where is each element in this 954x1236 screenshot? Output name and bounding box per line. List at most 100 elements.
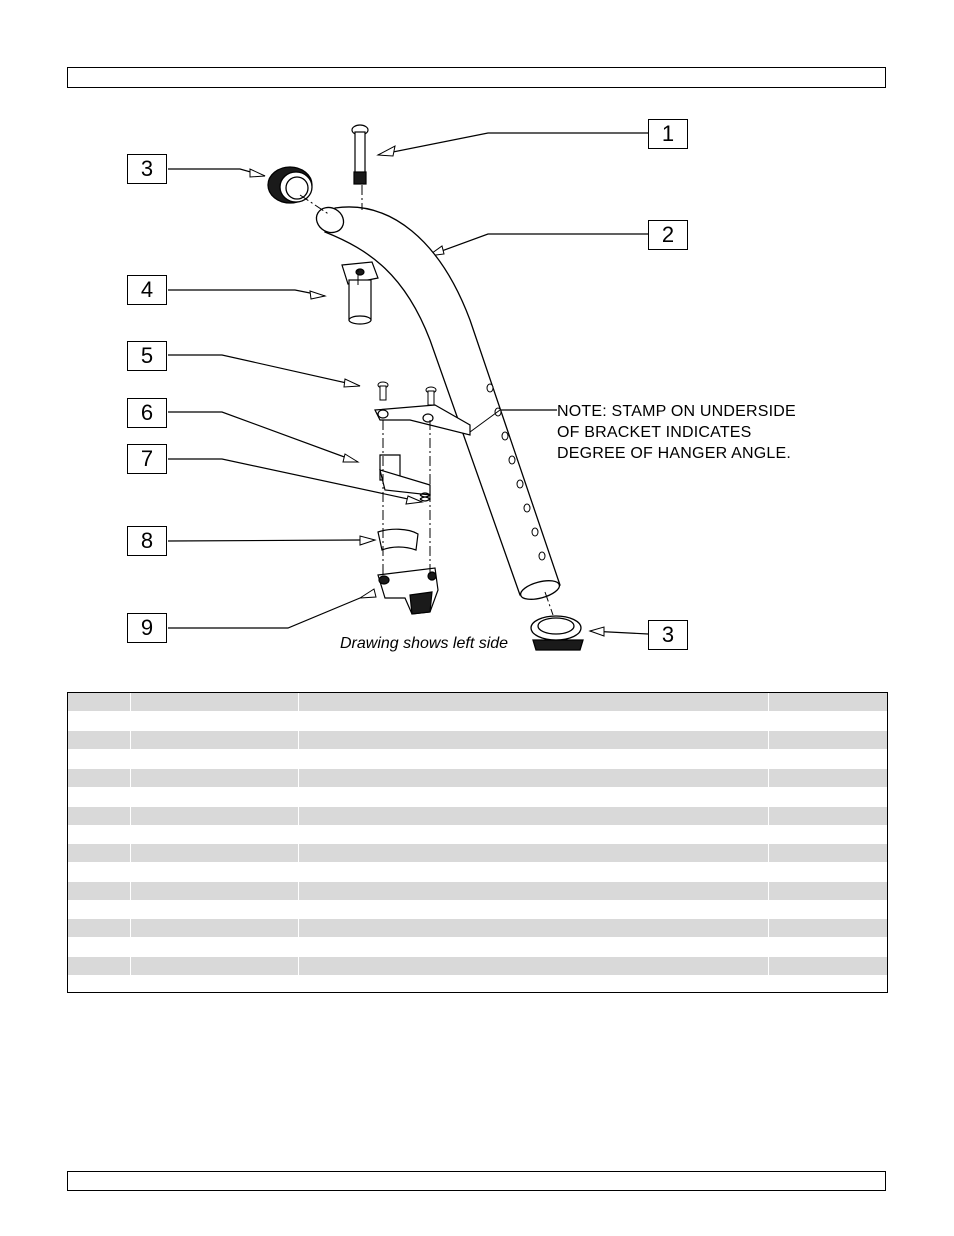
- callout-4: 4: [127, 275, 167, 305]
- callout-9: 9: [127, 613, 167, 643]
- table-cell: [68, 750, 131, 768]
- table-cell: [299, 901, 769, 919]
- table-cell: [131, 976, 299, 992]
- table-cell: [68, 731, 131, 749]
- table-cell: [769, 919, 887, 937]
- table-row: [68, 863, 887, 881]
- table-cell: [131, 901, 299, 919]
- parts-table: [67, 692, 888, 993]
- table-cell: [131, 957, 299, 975]
- table-cell: [299, 919, 769, 937]
- table-cell: [769, 976, 887, 992]
- table-row: [68, 807, 887, 825]
- note-line-3: DEGREE OF HANGER ANGLE.: [557, 445, 791, 462]
- table-cell: [769, 769, 887, 787]
- table-header-row: [68, 693, 887, 711]
- table-cell: [131, 712, 299, 730]
- screws-part: [377, 381, 437, 406]
- callout-3-top: 3: [127, 154, 167, 184]
- table-row: [68, 882, 887, 900]
- receiver-part: [341, 261, 379, 325]
- table-cell: [299, 693, 769, 711]
- callout-1: 1: [648, 119, 688, 149]
- table-row: [68, 750, 887, 768]
- table-cell: [68, 712, 131, 730]
- table-cell: [68, 807, 131, 825]
- table-cell: [68, 882, 131, 900]
- table-cell: [68, 788, 131, 806]
- callout-6: 6: [127, 398, 167, 428]
- table-cell: [299, 826, 769, 844]
- callout-8: 8: [127, 526, 167, 556]
- table-cell: [769, 750, 887, 768]
- table-cell: [131, 769, 299, 787]
- table-cell: [299, 863, 769, 881]
- callout-2: 2: [648, 220, 688, 250]
- leader-2: [427, 233, 648, 257]
- table-cell: [769, 731, 887, 749]
- bracket-part: [374, 404, 471, 496]
- table-cell: [68, 901, 131, 919]
- table-cell: [769, 957, 887, 975]
- table-cell: [131, 844, 299, 862]
- leader-1: [377, 132, 648, 156]
- drawing-caption: Drawing shows left side: [340, 635, 509, 652]
- leader-9: [168, 597, 361, 629]
- table-cell: [769, 788, 887, 806]
- table-cell: [131, 826, 299, 844]
- note-line-1: NOTE: STAMP ON UNDERSIDE: [557, 403, 796, 420]
- callout-3-bottom: 3: [648, 620, 688, 650]
- table-row: [68, 957, 887, 975]
- table-cell: [68, 976, 131, 992]
- table-cell: [769, 938, 887, 956]
- table-cell: [299, 957, 769, 975]
- table-cell: [769, 712, 887, 730]
- table-cell: [769, 844, 887, 862]
- table-cell: [68, 826, 131, 844]
- table-row: [68, 826, 887, 844]
- leader-8: [167, 539, 361, 542]
- table-cell: [769, 693, 887, 711]
- table-row: [68, 976, 887, 992]
- table-cell: [131, 731, 299, 749]
- table-cell: [299, 788, 769, 806]
- note-line-2: OF BRACKET INDICATES: [557, 424, 752, 441]
- table-cell: [299, 976, 769, 992]
- header-bar: [67, 67, 886, 88]
- footer-bar: [67, 1171, 886, 1191]
- table-cell: [299, 882, 769, 900]
- table-cell: [299, 938, 769, 956]
- table-cell: [131, 863, 299, 881]
- clamp-base-part: [377, 567, 439, 615]
- table-cell: [769, 826, 887, 844]
- end-cap-top: [267, 166, 313, 204]
- table-cell: [68, 938, 131, 956]
- bolt-part: [351, 124, 369, 185]
- leader-6: [168, 411, 359, 463]
- table-cell: [769, 863, 887, 881]
- end-cap-bottom: [530, 615, 584, 651]
- table-row: [68, 712, 887, 730]
- table-cell: [68, 844, 131, 862]
- clamp-half-part: [377, 528, 419, 551]
- table-cell: [68, 693, 131, 711]
- table-cell: [769, 807, 887, 825]
- callout-5: 5: [127, 341, 167, 371]
- table-row: [68, 769, 887, 787]
- table-cell: [68, 919, 131, 937]
- table-cell: [299, 712, 769, 730]
- table-cell: [769, 901, 887, 919]
- table-cell: [131, 919, 299, 937]
- leader-4: [168, 289, 326, 297]
- exploded-parts-diagram: 1 2 3 3 4 5 6 7 8 9: [0, 100, 954, 670]
- table-row: [68, 938, 887, 956]
- table-cell: [131, 938, 299, 956]
- table-cell: [299, 731, 769, 749]
- stamp-note: NOTE: STAMP ON UNDERSIDE OF BRACKET INDI…: [557, 401, 796, 464]
- table-cell: [131, 807, 299, 825]
- table-cell: [131, 788, 299, 806]
- table-cell: [299, 769, 769, 787]
- leader-7: [168, 458, 423, 503]
- table-cell: [131, 750, 299, 768]
- table-cell: [68, 863, 131, 881]
